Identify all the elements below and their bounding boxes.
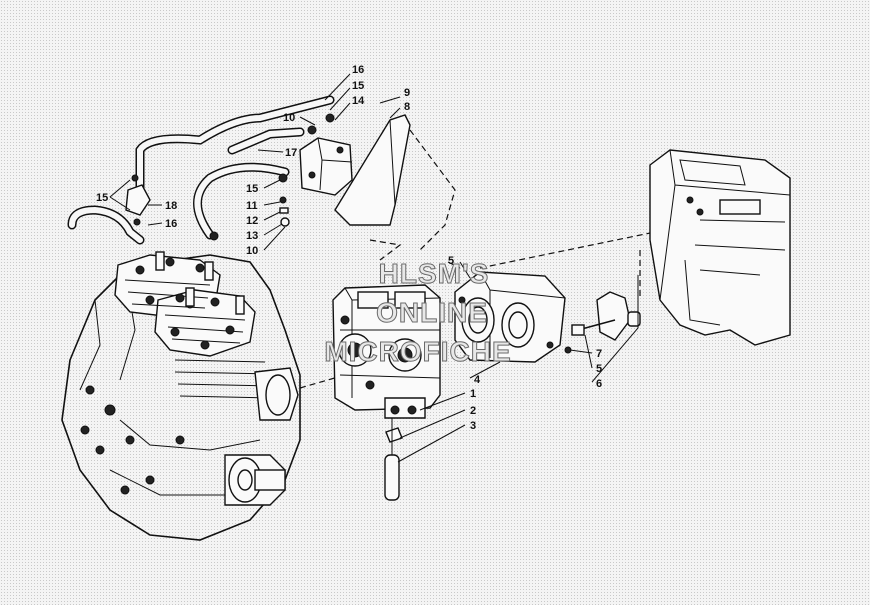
callout-1: 1 — [470, 388, 476, 400]
watermark-line-3: MICROFICHE — [324, 336, 511, 367]
carburetor-assembly — [332, 284, 441, 419]
callout-10: 10 — [246, 245, 258, 257]
engine-assembly — [61, 251, 301, 541]
callout-3: 3 — [470, 420, 476, 432]
watermark-line-1: HLSM'S — [379, 258, 490, 289]
callout-6: 6 — [596, 378, 602, 390]
leader-lines — [109, 73, 639, 463]
callout-14: 14 — [352, 95, 365, 107]
intake-adapter — [454, 261, 566, 363]
callout-7: 7 — [596, 348, 602, 360]
drain-hose — [384, 418, 403, 501]
fuel-pump-assembly — [299, 114, 456, 261]
callout-5: 5 — [596, 363, 602, 375]
head-bolts — [135, 251, 245, 350]
callout-9: 9 — [404, 87, 410, 99]
watermark-line-2: ONLINE — [376, 297, 488, 328]
callout-15: 15 — [246, 183, 258, 195]
callout-2: 2 — [470, 405, 476, 417]
callout-4: 4 — [474, 374, 481, 386]
airbox — [639, 149, 791, 346]
callout-labels: 16 15 14 9 8 10 17 15 18 16 15 11 12 13 … — [96, 64, 602, 432]
alignment-line — [299, 374, 346, 389]
alignment-line — [479, 231, 656, 269]
callout-18: 18 — [165, 200, 177, 212]
callout-13: 13 — [246, 230, 258, 242]
callout-16: 16 — [165, 218, 177, 230]
callout-8: 8 — [404, 101, 410, 113]
callout-10: 10 — [283, 112, 295, 124]
callout-15: 15 — [352, 80, 364, 92]
callout-16: 16 — [352, 64, 364, 76]
callout-11: 11 — [246, 200, 258, 212]
callout-17: 17 — [285, 147, 297, 159]
callout-15: 15 — [96, 192, 108, 204]
bracket-assembly — [564, 291, 641, 354]
callout-12: 12 — [246, 215, 258, 227]
fuel-hoses — [67, 95, 335, 245]
callout-5: 5 — [448, 255, 454, 267]
watermark: HLSM'S ONLINE MICROFICHE — [324, 258, 511, 368]
